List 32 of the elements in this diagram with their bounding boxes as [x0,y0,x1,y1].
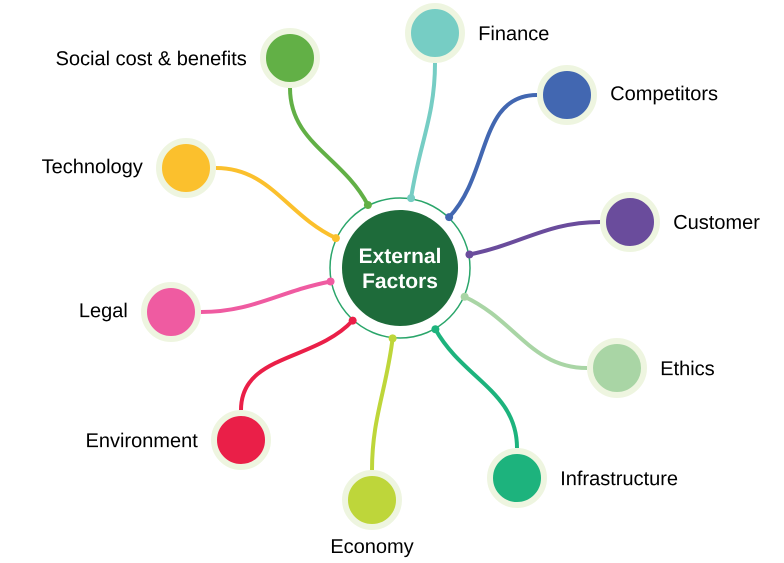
factor-circle [405,3,465,63]
factor-label: Ethics [662,360,714,376]
factor-label: Technology [42,158,143,178]
factor-label: Environment [87,432,198,448]
factor-label: Legal [80,302,126,322]
ribbon-connector [465,220,600,258]
ribbon-connector [370,334,397,470]
factor-label: Finance [480,26,548,40]
ribbon-connector [200,278,335,314]
factor-label: Economy [332,539,414,558]
ribbon-connector [288,88,372,209]
factor-label: Competitors [611,86,718,104]
ribbon-connector [460,292,588,370]
ribbon-connector [431,325,519,448]
factor-circle [537,65,597,125]
factor-circle [156,138,216,198]
ribbon-connector [445,93,538,222]
factor-circle [487,448,547,508]
factor-label: Customer [674,214,760,230]
factor-circle [600,192,660,252]
factor-label: Social cost & benefits [56,50,246,66]
factor-circle [141,282,201,342]
factor-circle [260,28,320,88]
ribbon-connector [407,62,437,202]
factor-label: Infrastructure [562,470,678,486]
factor-circle [342,470,402,530]
center-circle [329,197,471,339]
ribbon-connector [239,316,357,410]
factor-circle [587,338,647,398]
factor-circle [211,410,271,470]
ribbon-connector [216,166,340,242]
center-title: External Factors [360,248,440,288]
